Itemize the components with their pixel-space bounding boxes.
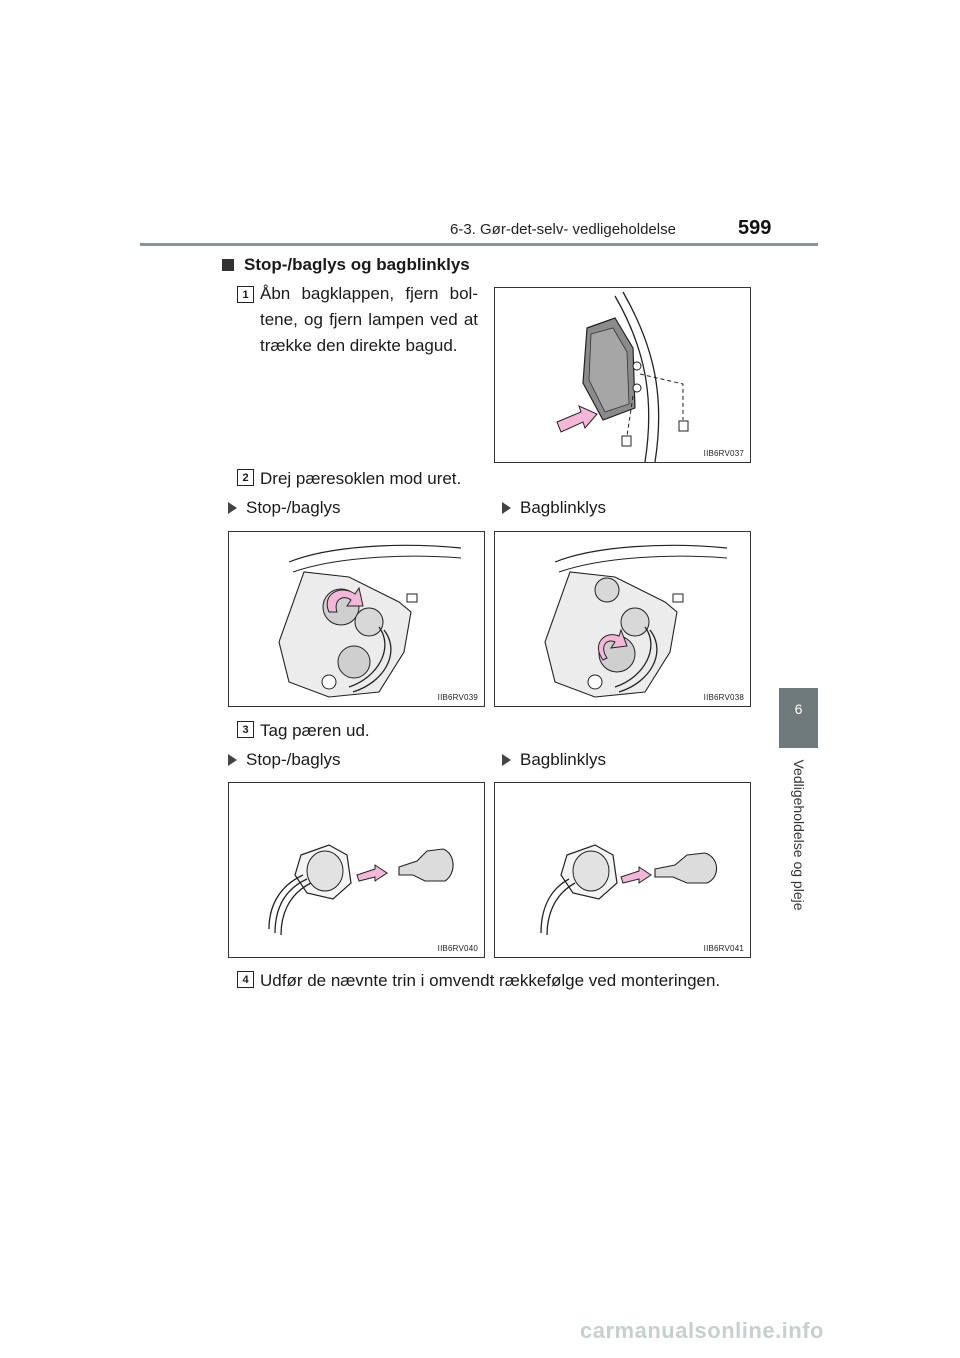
sub-label-text: Stop-/baglys <box>246 750 341 769</box>
figure-code: IIB6RV039 <box>437 693 478 702</box>
triangle-bullet-icon <box>228 502 237 514</box>
triangle-bullet-icon <box>502 754 511 766</box>
figure-turn-socket-stop: IIB6RV039 <box>228 531 485 707</box>
socket-turn-illustration-blink <box>544 544 728 698</box>
section-title: 6-3. Gør-det-selv- vedligeholdelse <box>450 221 676 238</box>
step-number-1: 1 <box>237 286 254 303</box>
sub-label-blink-right-2: Bagblinklys <box>502 750 606 770</box>
sub-label-text: Bagblinklys <box>520 498 606 517</box>
figure-code: IIB6RV038 <box>703 693 744 702</box>
figure-code: IIB6RV040 <box>437 944 478 953</box>
footer-watermark: carmanualsonline.info <box>580 1318 824 1343</box>
bulb-removal-illustration-blink <box>540 844 718 936</box>
chapter-tab: 6 <box>779 688 818 748</box>
chapter-tab-label-wrap: Vedligeholdelse og pleje <box>774 750 824 920</box>
figure-remove-bulb-stop: IIB6RV040 <box>228 782 485 958</box>
step-number-2: 2 <box>237 469 254 486</box>
section-heading: Stop-/baglys og bagblinklys <box>222 255 470 275</box>
step-3-text: Tag pæren ud. <box>260 721 370 740</box>
figure-remove-lamp: IIB6RV037 <box>494 287 751 463</box>
step-4-text: Udfør de nævnte trin i omvendt rækkefølg… <box>260 971 721 990</box>
figure-code: IIB6RV041 <box>703 944 744 953</box>
lamp-removal-illustration <box>556 291 689 462</box>
sub-label-text: Stop-/baglys <box>246 498 341 517</box>
bulb-removal-illustration-stop <box>268 844 454 936</box>
chapter-tab-label: Vedligeholdelse og pleje <box>791 759 807 911</box>
sub-label-blink-right: Bagblinklys <box>502 498 606 518</box>
triangle-bullet-icon <box>502 502 511 514</box>
sub-label-stop-left: Stop-/baglys <box>228 498 341 518</box>
socket-turn-illustration-stop <box>278 544 462 698</box>
sub-label-stop-left-2: Stop-/baglys <box>228 750 341 770</box>
step-number-4: 4 <box>237 971 254 988</box>
square-bullet-icon <box>222 259 234 271</box>
figure-turn-socket-blink: IIB6RV038 <box>494 531 751 707</box>
step-1-text: Åbn bagklappen, fjern bol-tene, og fjern… <box>260 284 478 355</box>
step-2-text: Drej pæresoklen mod uret. <box>260 469 462 488</box>
figure-code: IIB6RV037 <box>703 449 744 458</box>
sub-label-text: Bagblinklys <box>520 750 606 769</box>
step-number-3: 3 <box>237 721 254 738</box>
section-heading-text: Stop-/baglys og bagblinklys <box>244 255 470 274</box>
page-number: 599 <box>738 217 772 239</box>
triangle-bullet-icon <box>228 754 237 766</box>
figure-remove-bulb-blink: IIB6RV041 <box>494 782 751 958</box>
header-divider <box>140 243 818 246</box>
